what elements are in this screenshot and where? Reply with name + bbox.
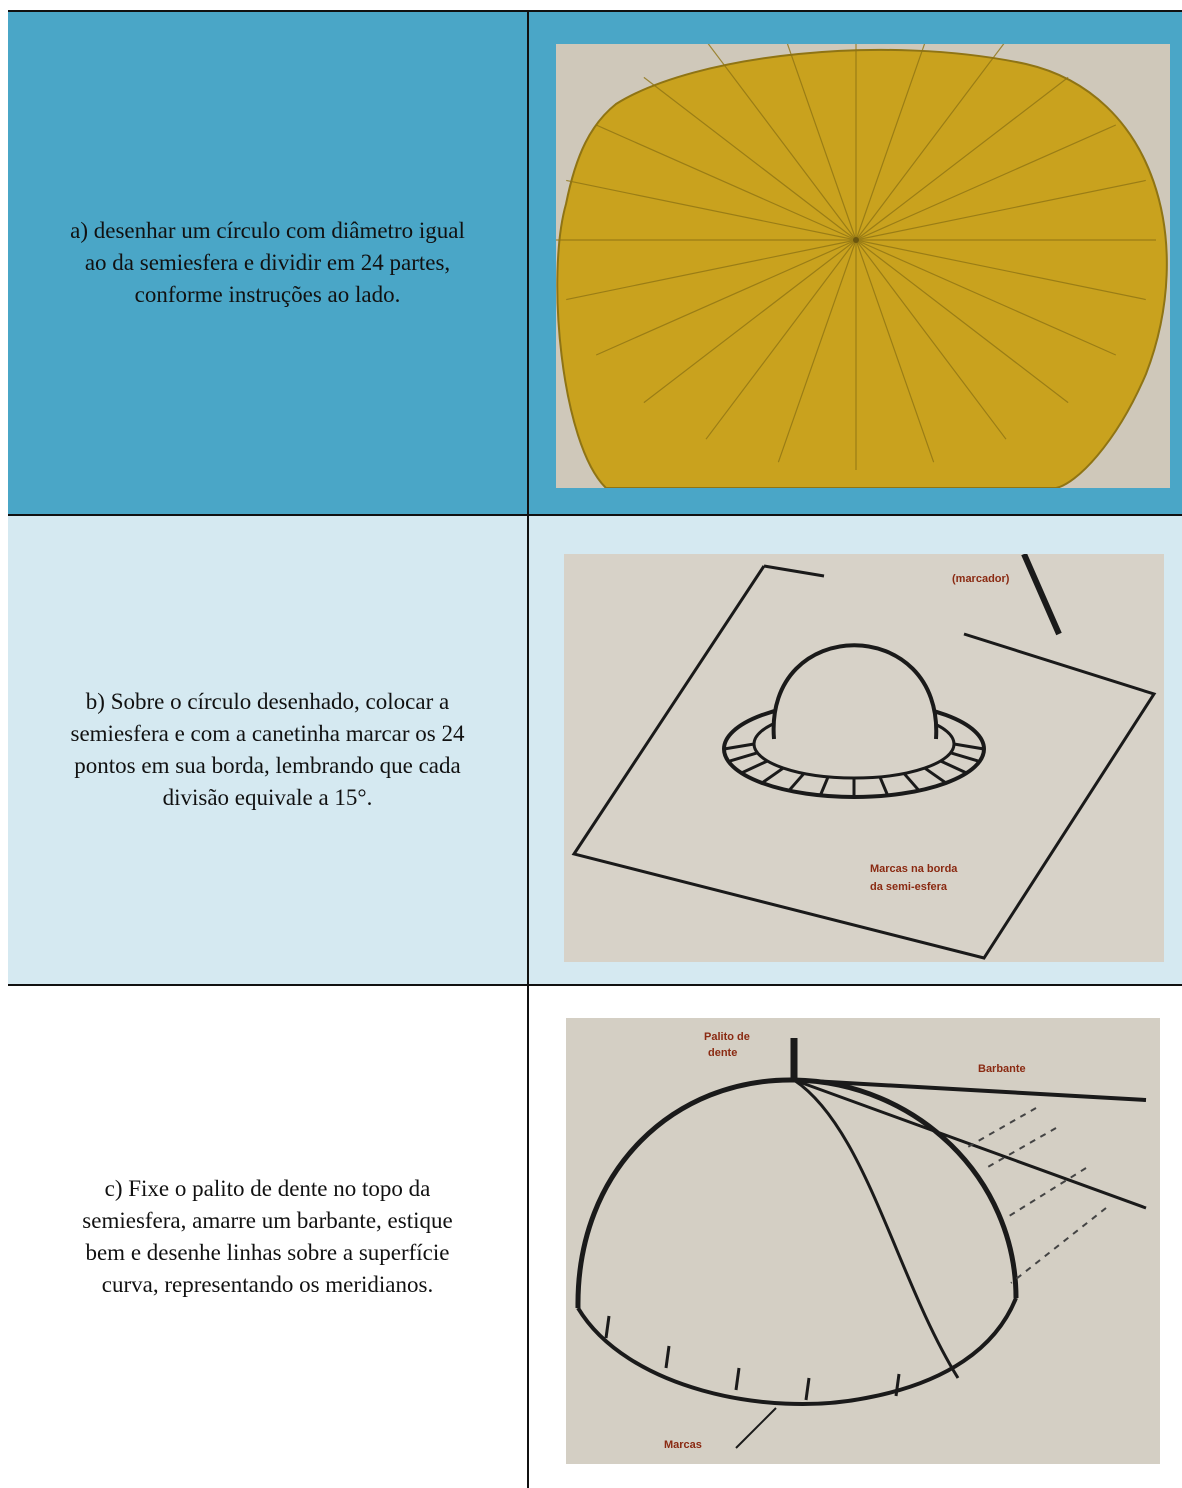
division-line bbox=[855, 44, 926, 241]
base-mark bbox=[894, 1373, 901, 1397]
division-line bbox=[855, 239, 1146, 301]
step-a-photo bbox=[556, 44, 1170, 488]
rim-mark bbox=[923, 766, 947, 785]
step-b-row: b) Sobre o círculo desenhado, colocar a … bbox=[8, 516, 1182, 986]
division-line bbox=[855, 76, 1069, 241]
marker-label: (marcador) bbox=[952, 573, 1010, 585]
hemisphere-marking-illustration: (marcador) Marcas na borda da semi-esfer… bbox=[564, 554, 1164, 962]
division-line bbox=[566, 179, 857, 241]
division-line bbox=[643, 76, 857, 241]
division-line bbox=[855, 239, 1069, 404]
base-mark bbox=[664, 1345, 671, 1369]
division-line bbox=[855, 239, 935, 463]
string-label: Barbante bbox=[978, 1063, 1026, 1075]
edge-marks-label-line1: Marcas na borda bbox=[870, 863, 958, 875]
rim-mark bbox=[761, 766, 785, 785]
division-line bbox=[855, 44, 1005, 241]
base-mark bbox=[804, 1377, 811, 1401]
division-line bbox=[595, 239, 857, 356]
division-line bbox=[595, 124, 857, 241]
instruction-table: a) desenhar um círculo com diâmetro igua… bbox=[8, 10, 1182, 1488]
marks-label: Marcas bbox=[664, 1439, 702, 1451]
step-a-text-cell: a) desenhar um círculo com diâmetro igua… bbox=[8, 12, 527, 514]
division-line bbox=[855, 124, 1117, 241]
step-c-row: c) Fixe o palito de dente no topo da sem… bbox=[8, 986, 1182, 1488]
rim-mark bbox=[878, 776, 890, 796]
step-b-text-cell: b) Sobre o círculo desenhado, colocar a … bbox=[8, 516, 527, 984]
rim-mark bbox=[818, 776, 830, 796]
step-c-photo: Palito de dente Barbante Marcas bbox=[566, 1018, 1160, 1464]
division-line bbox=[566, 239, 857, 301]
rim-mark bbox=[787, 772, 806, 792]
rim-mark bbox=[740, 759, 769, 775]
step-c-text: c) Fixe o palito de dente no topo da sem… bbox=[82, 1176, 453, 1297]
base-mark bbox=[604, 1315, 611, 1339]
rim-mark bbox=[723, 742, 755, 751]
step-b-photo: (marcador) Marcas na borda da semi-esfer… bbox=[564, 554, 1164, 962]
division-line bbox=[643, 239, 857, 404]
toothpick-label-line1: Palito de bbox=[704, 1031, 750, 1043]
meridian-drawing-illustration: Palito de dente Barbante Marcas bbox=[566, 1018, 1160, 1464]
step-c-text-cell: c) Fixe o palito de dente no topo da sem… bbox=[8, 986, 527, 1488]
rim-mark bbox=[939, 759, 968, 775]
division-line bbox=[707, 44, 857, 241]
division-line bbox=[855, 239, 1007, 440]
rim-mark bbox=[953, 742, 985, 751]
step-b-text: b) Sobre o círculo desenhado, colocar a … bbox=[70, 689, 465, 810]
step-a-text: a) desenhar um círculo com diâmetro igua… bbox=[70, 218, 465, 307]
division-line bbox=[786, 44, 857, 241]
edge-marks-label-line2: da semi-esfera bbox=[870, 881, 948, 893]
division-line bbox=[705, 239, 857, 440]
toothpick-label-line2: dente bbox=[708, 1047, 737, 1059]
division-line bbox=[777, 239, 857, 463]
base-mark bbox=[734, 1367, 741, 1391]
step-a-row: a) desenhar um círculo com diâmetro igua… bbox=[8, 10, 1182, 516]
division-line bbox=[855, 179, 1146, 241]
rim-mark bbox=[902, 772, 921, 792]
yellow-circle-photo bbox=[556, 44, 1170, 488]
column-divider bbox=[527, 10, 529, 1488]
division-line bbox=[855, 239, 1117, 356]
rim-mark bbox=[950, 751, 980, 763]
rim-mark bbox=[728, 751, 758, 763]
